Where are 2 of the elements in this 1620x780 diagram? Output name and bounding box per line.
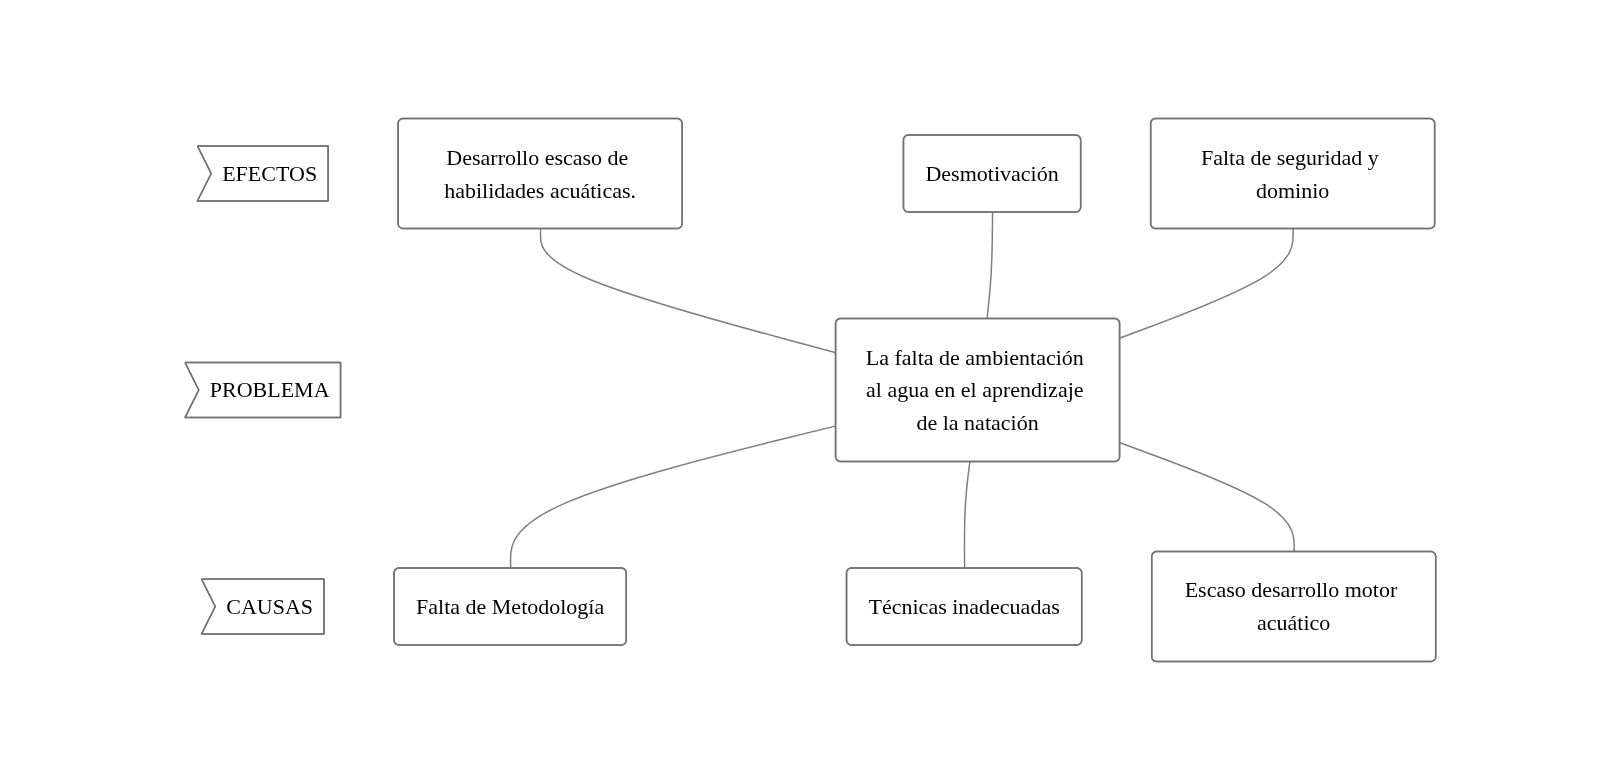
connector: [985, 211, 993, 320]
connector: [963, 461, 971, 570]
